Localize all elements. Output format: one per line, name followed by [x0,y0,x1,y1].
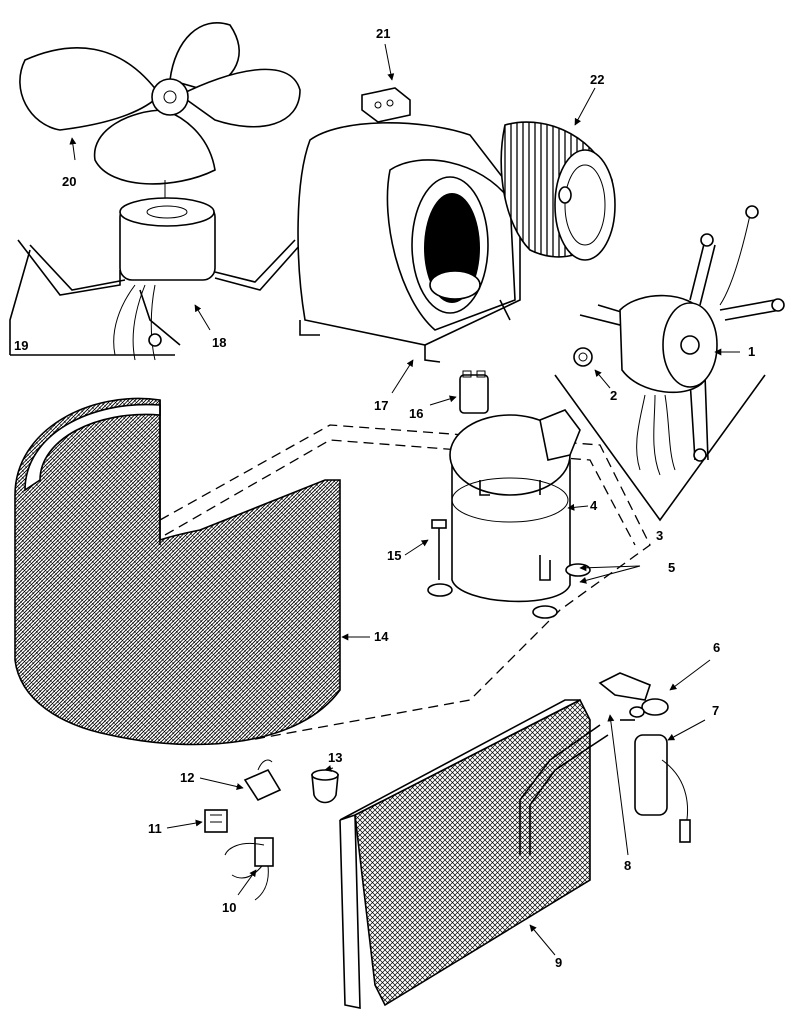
condenser-fan-motor-assembly[interactable] [17,180,318,361]
compressor[interactable] [427,409,591,619]
condenser-coil[interactable] [14,397,341,746]
wiring-harness[interactable] [224,837,274,901]
leader-lines [69,43,740,956]
callout-15: 15 [387,548,401,563]
callout-22: 22 [590,72,604,87]
fuse[interactable] [311,769,339,804]
fan-blade[interactable] [19,22,301,185]
callout-4: 4 [590,498,598,513]
blower-motor-bracket-outline [554,374,766,522]
callout-2: 2 [610,388,617,403]
service-valve[interactable] [598,672,669,716]
contactor[interactable] [243,759,282,802]
blower-wheel[interactable] [500,121,616,261]
callout-16: 16 [409,406,423,421]
mounting-bolt[interactable] [431,519,447,580]
callout-11: 11 [148,821,162,836]
callout-14: 14 [374,629,389,644]
callout-3: 3 [656,528,663,543]
callout-19: 19 [14,338,28,353]
callout-17: 17 [374,398,388,413]
callout-5: 5 [668,560,675,575]
callout-21: 21 [376,26,390,41]
callout-12: 12 [180,770,194,785]
refrigerant-tube[interactable] [620,706,645,721]
capacitor[interactable] [459,370,489,414]
blower-motor[interactable] [573,205,785,476]
callout-8: 8 [624,858,631,873]
blower-housing[interactable] [297,122,521,363]
callout-6: 6 [713,640,720,655]
callout-20: 20 [62,174,76,189]
callout-1: 1 [748,344,755,359]
evaporator-coil[interactable] [339,698,609,1009]
terminal-block[interactable] [204,809,228,833]
motor-mount-bracket-outline [9,249,175,356]
callout-13: 13 [328,750,342,765]
callout-9: 9 [555,955,562,970]
callout-10: 10 [222,900,236,915]
callout-labels: 1 2 3 4 5 6 7 8 9 10 11 12 13 14 15 16 1… [14,26,755,970]
callout-7: 7 [712,703,719,718]
base-pan-outline [159,424,651,741]
filter-drier[interactable] [634,734,691,843]
relay[interactable] [361,87,411,123]
callout-18: 18 [212,335,226,350]
